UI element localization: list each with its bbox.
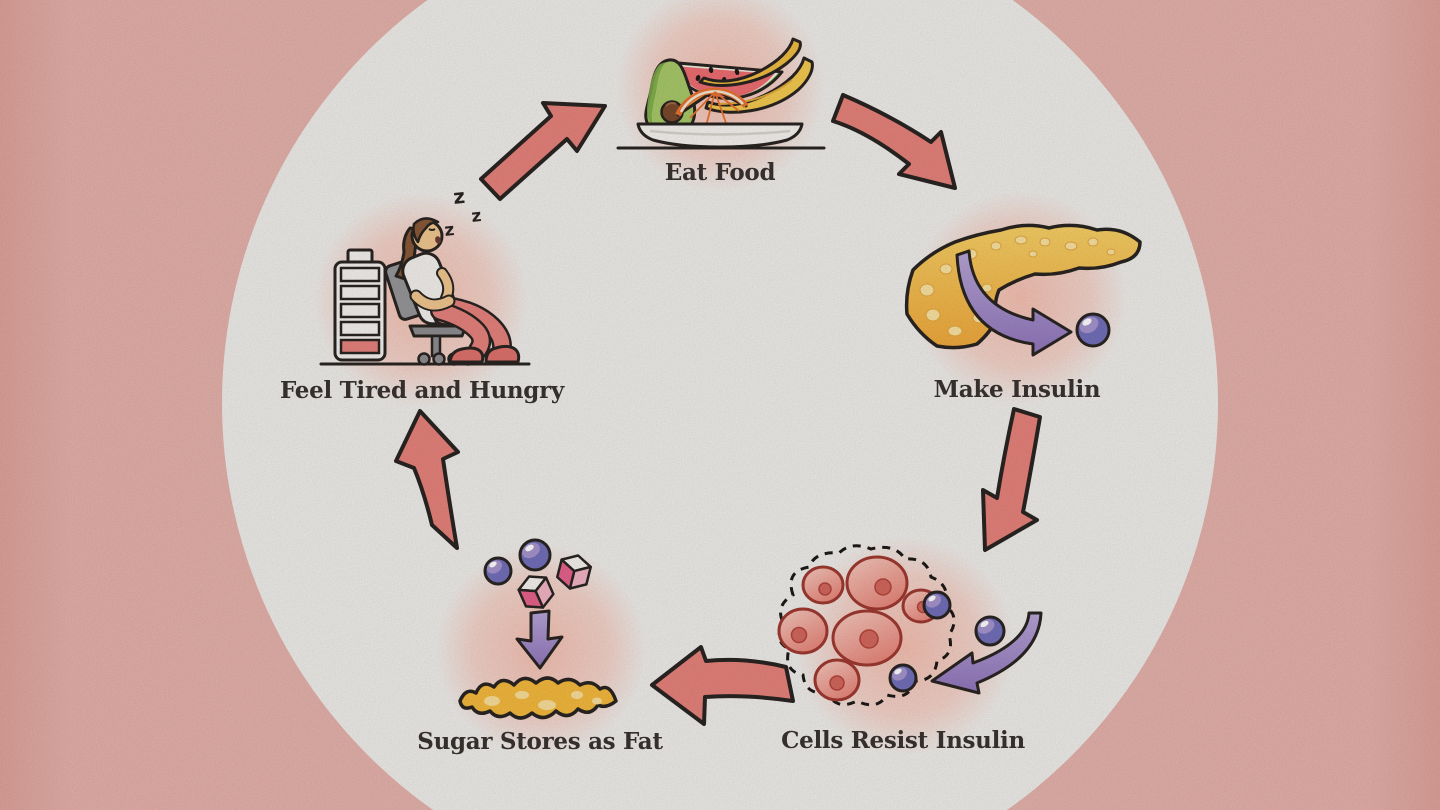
storage-down-arrow-icon: [515, 609, 564, 670]
insulin-sphere-icon: [922, 590, 952, 620]
shoe-icon: [448, 346, 485, 364]
insulin-resistant-cells-icon: [777, 544, 1043, 707]
insulin-sphere-icon: [1075, 312, 1111, 348]
insulin-sphere-icon: [974, 615, 1006, 647]
fruit-plate-icon: [616, 37, 826, 150]
cycle-arrow-fat-to-tired: [394, 409, 460, 550]
plate-icon: [636, 122, 804, 149]
sleeping-person-low-battery-icon: z z z: [319, 184, 531, 366]
stage-label-make-insulin: Make Insulin: [933, 376, 1101, 403]
pancreas-insulin-icon: [904, 223, 1142, 357]
fat-blob-icon: [458, 676, 618, 720]
insulin-sphere-icon: [518, 538, 552, 572]
stage-label-sugar-stores-as-fat: Sugar Stores as Fat: [417, 728, 663, 755]
low-battery-icon: [333, 248, 387, 362]
cycle-arrow-eat-to-insulin: [831, 93, 957, 190]
svg-text:z: z: [470, 206, 482, 227]
sugar-cube-icon: [556, 554, 592, 590]
closed-eye: [428, 228, 436, 231]
cycle-arrow-insulin-to-cells: [981, 407, 1042, 552]
insulin-sphere-icon: [483, 556, 513, 586]
insulin-sphere-icon: [888, 663, 918, 693]
shoe-icon: [484, 344, 521, 364]
sugar-to-fat-icon: [458, 538, 618, 720]
battery-low-bar: [339, 338, 381, 355]
sleeping-person: [394, 217, 521, 364]
svg-text:z: z: [443, 220, 455, 241]
stage-label-feel-tired-and-hungry: Feel Tired and Hungry: [280, 377, 564, 404]
sleep-zzz-icon: z z z: [443, 184, 482, 241]
stage-label-eat-food: Eat Food: [664, 159, 776, 186]
svg-text:z: z: [452, 184, 466, 209]
sugar-cube-icon: [517, 575, 555, 609]
stage-label-cells-resist-insulin: Cells Resist Insulin: [781, 727, 1025, 754]
